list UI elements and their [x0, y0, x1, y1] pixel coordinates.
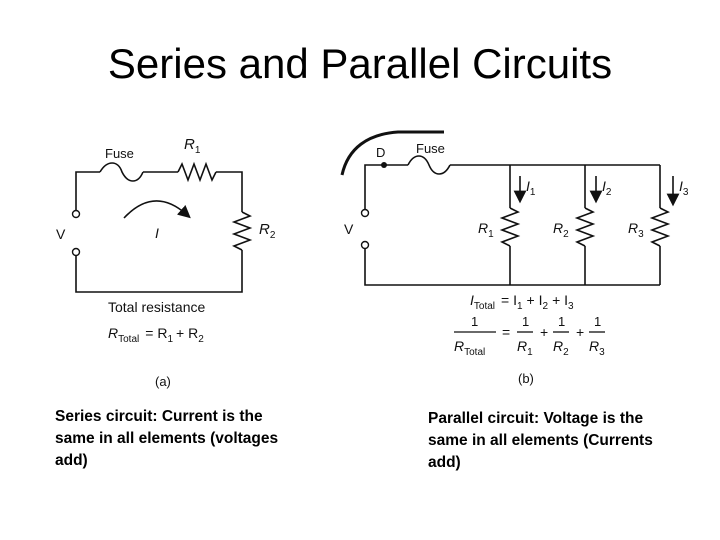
series-r1-resistor: [177, 161, 217, 183]
series-total-equation: RTotal= R1+ R2: [108, 325, 204, 345]
series-current-label: I: [155, 225, 159, 241]
parallel-i3-label: I3: [679, 178, 689, 198]
parallel-frac-r1-num: 1: [522, 314, 529, 329]
parallel-i2-label: I2: [602, 178, 612, 198]
series-terminal-top: [71, 209, 81, 219]
parallel-frac-plus-2: +: [576, 324, 584, 340]
series-terminal-bottom: [71, 247, 81, 257]
series-caption: Series circuit: Current is the same in a…: [55, 408, 279, 469]
parallel-frac-r2-den: R2: [553, 338, 569, 358]
parallel-terminal-bottom: [360, 240, 370, 250]
parallel-v-label: V: [344, 221, 354, 237]
series-bottom-wire: [75, 250, 243, 293]
parallel-frac-total-den: RTotal: [454, 338, 485, 358]
slide-title: Series and Parallel Circuits: [107, 40, 613, 87]
series-r2-label: R2: [259, 221, 276, 241]
series-current-arrow: [123, 200, 191, 219]
parallel-r1-label: R1: [478, 220, 494, 240]
parallel-frac-equals: =: [502, 324, 510, 340]
series-v-label: V: [56, 226, 66, 242]
parallel-i1-label: I1: [526, 178, 536, 198]
parallel-frac-plus-1: +: [540, 324, 548, 340]
series-fuse-label: Fuse: [105, 146, 134, 161]
series-top-wire-left: [75, 171, 100, 210]
parallel-r1-resistor: [499, 207, 521, 247]
series-total-resistance-label: Total resistance: [108, 299, 205, 315]
series-fuse-symbol: [99, 162, 144, 182]
parallel-circuit: [340, 130, 680, 333]
parallel-fuse-symbol: [407, 155, 451, 175]
parallel-frac-r3-den: R3: [589, 338, 605, 358]
parallel-figure-label: (b): [518, 371, 534, 386]
parallel-frac-r2-num: 1: [558, 314, 565, 329]
series-r1-label: R1: [184, 136, 201, 156]
parallel-frac-r1-den: R1: [517, 338, 533, 358]
parallel-r3-label: R3: [628, 220, 644, 240]
parallel-left-wire-top: [364, 164, 408, 210]
parallel-bottom-bus: [364, 248, 660, 286]
parallel-caption: Parallel circuit: Voltage is the same in…: [428, 410, 653, 471]
parallel-d-label: D: [376, 145, 385, 160]
parallel-itotal-equation: ITotal= I1+ I2+ I3: [470, 292, 574, 312]
series-r2-resistor: [231, 211, 253, 251]
parallel-fuse-label: Fuse: [416, 141, 445, 156]
parallel-scan-arc: [340, 130, 444, 176]
parallel-terminal-top: [360, 208, 370, 218]
series-figure-label: (a): [155, 374, 171, 389]
parallel-d-junction: [381, 162, 387, 168]
parallel-r3-resistor: [649, 207, 671, 247]
parallel-r2-resistor: [574, 207, 596, 247]
parallel-frac-total-num: 1: [471, 314, 478, 329]
parallel-frac-r3-num: 1: [594, 314, 601, 329]
parallel-r2-label: R2: [553, 220, 569, 240]
series-top-wire-right: [216, 171, 243, 212]
series-circuit: [75, 161, 253, 293]
